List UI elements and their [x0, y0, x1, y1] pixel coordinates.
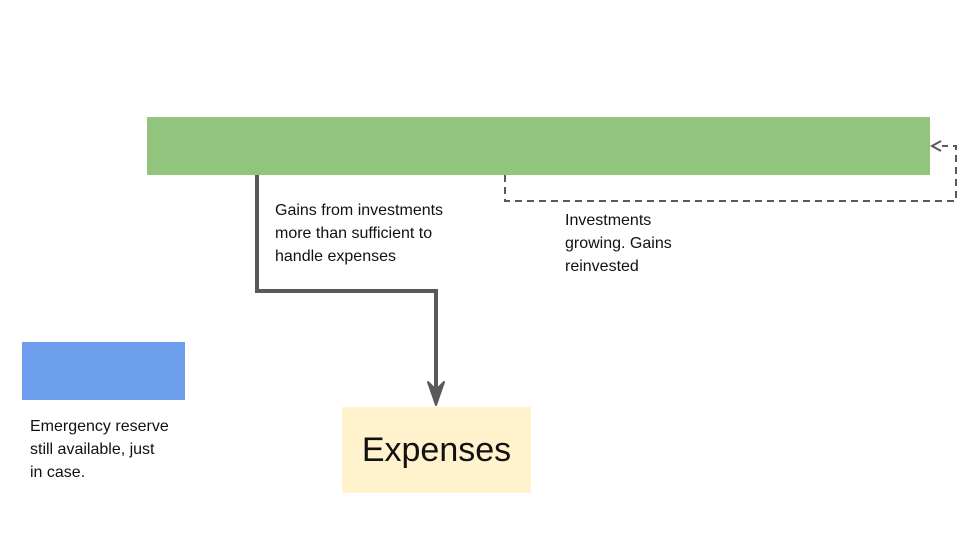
investments-label: Investments growing. Gains reinvested: [565, 212, 672, 275]
expenses-box: Expenses: [342, 407, 531, 493]
expenses-label: Expenses: [361, 430, 512, 469]
emergency-reserve-box: [22, 342, 185, 400]
investments-bar: [147, 117, 930, 175]
reinvest-loop-arrow: [504, 145, 957, 202]
gains-to-expenses-arrow: [255, 175, 438, 392]
emergency-label: Emergency reserve still available, just …: [30, 418, 169, 481]
gains-label: Gains from investments more than suffici…: [275, 202, 444, 265]
gains-arrowhead: [427, 381, 445, 406]
reinvest-arrowhead: [929, 140, 942, 152]
